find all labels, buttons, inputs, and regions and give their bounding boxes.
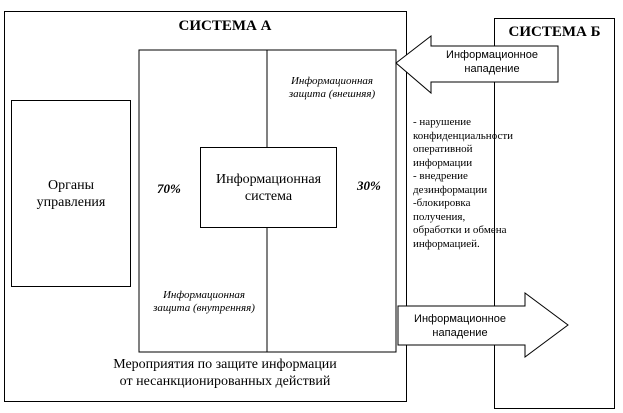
attack-arrow-top	[395, 34, 559, 95]
organs-label: Органы управления	[36, 178, 106, 210]
info-system-label: Информационная система	[215, 172, 322, 204]
threat-line: обработки и обмена	[413, 224, 507, 236]
measures-line-2: от несанкционированных действий	[119, 374, 331, 389]
threat-line: дезинформации	[413, 183, 488, 196]
internal-protection-label: Информационная защита (внутренняя)	[153, 289, 255, 314]
organs-box	[11, 100, 131, 287]
threat-line: -блокировка	[413, 197, 471, 209]
system-a-title: СИСТЕМА А	[178, 18, 272, 34]
external-protection-label: Информационная защита (внешняя)	[288, 75, 376, 100]
system-b-title: СИСТЕМА Б	[508, 24, 601, 40]
threat-line: конфиденциальности	[413, 129, 514, 142]
threat-line: - внедрение	[413, 170, 468, 182]
info-system-box	[200, 147, 337, 228]
threat-line: - нарушение	[413, 116, 472, 128]
attack-bottom-label: Информационное нападение	[414, 313, 506, 339]
measures-caption: Мероприятия по защите информации от неса…	[80, 356, 370, 390]
threat-line: оперативной	[413, 143, 473, 155]
threats-list: - нарушение конфиденциальности оперативн…	[413, 116, 513, 251]
threat-line: информацией.	[413, 237, 480, 250]
measures-line-1: Мероприятия по защите информации	[113, 357, 337, 372]
attack-arrow-bottom	[397, 292, 569, 358]
percent-right: 30%	[357, 178, 381, 193]
threat-line: получения,	[413, 210, 466, 223]
threat-line: информации	[413, 156, 473, 169]
attack-top-label: Информационное нападение	[446, 49, 538, 75]
percent-left: 70%	[157, 181, 181, 196]
